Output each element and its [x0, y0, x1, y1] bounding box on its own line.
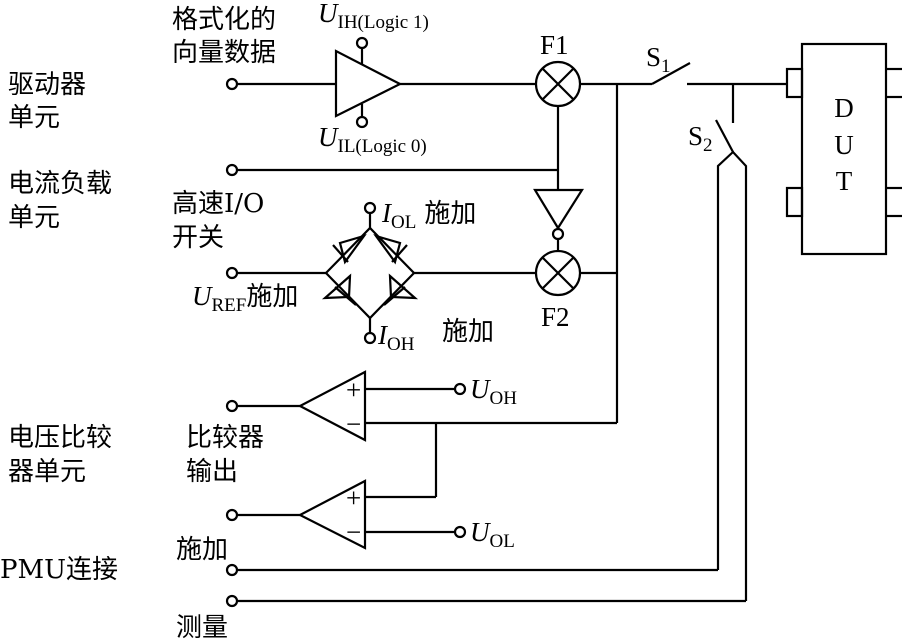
pmu-force-terminal [225, 563, 239, 577]
comparator-output-label-2: 输出 [186, 457, 238, 487]
current-load-label-1: 电流负载 [8, 169, 112, 199]
driver-label-2: 单元 [8, 103, 60, 133]
voltage-comparator-label-1: 电压比较 [8, 423, 112, 453]
inverter [533, 188, 584, 251]
input-terminals [225, 77, 239, 608]
f2-multiplier [534, 249, 617, 297]
uref-terminal [225, 266, 239, 280]
s2-label: S2 [688, 121, 713, 156]
driver-label-1: 驱动器 [8, 70, 86, 100]
dut-box [785, 42, 902, 256]
plus-sign: + [346, 375, 361, 405]
pmu-measure-terminal [225, 594, 239, 608]
comparator-output-label-1: 比较器 [186, 423, 264, 453]
driver-input-terminal [225, 77, 239, 91]
force-label: 施加 [176, 535, 228, 565]
current-load-label-2: 单元 [8, 203, 60, 233]
dut-letter-t: T [836, 166, 853, 196]
uih-label: UIH(Logic 1) [318, 0, 429, 33]
minus-sign: − [346, 409, 361, 439]
switch-s2[interactable] [715, 84, 748, 601]
uref-label: UREF施加 [192, 281, 298, 316]
ioh-label: IOH [377, 320, 415, 355]
plus-sign: + [346, 483, 361, 513]
ioh-force-label: 施加 [442, 317, 494, 347]
pmu-label: PMU连接 [0, 555, 118, 585]
comparator-high [237, 370, 617, 442]
uoh-label: UOH [470, 374, 517, 409]
switch-s1[interactable] [651, 62, 787, 86]
s1-label: S1 [646, 42, 671, 77]
comparator-output-terminal-2 [225, 508, 239, 522]
formatted-vector-label-2: 向量数据 [172, 38, 276, 68]
comparator-output-terminal-1 [225, 399, 239, 413]
f2-label: F2 [541, 302, 570, 332]
diode-bridge [237, 201, 536, 345]
dut-letter-u: U [834, 130, 854, 160]
f1-label: F1 [540, 30, 569, 60]
highspeed-io-label-2: 开关 [172, 223, 224, 253]
highspeed-io-terminal [225, 163, 239, 177]
uil-label: UIL(Logic 0) [318, 122, 427, 157]
voltage-comparator-label-2: 器单元 [8, 457, 86, 487]
comparator-low [237, 479, 467, 550]
highspeed-io-label-1: 高速I/O [172, 189, 264, 219]
uol-label: UOL [470, 517, 515, 552]
driver-buffer [237, 36, 536, 129]
measure-label: 测量 [176, 613, 228, 642]
dut-letter-d: D [834, 93, 854, 123]
minus-sign: − [346, 517, 361, 547]
formatted-vector-label-1: 格式化的 [172, 5, 276, 35]
